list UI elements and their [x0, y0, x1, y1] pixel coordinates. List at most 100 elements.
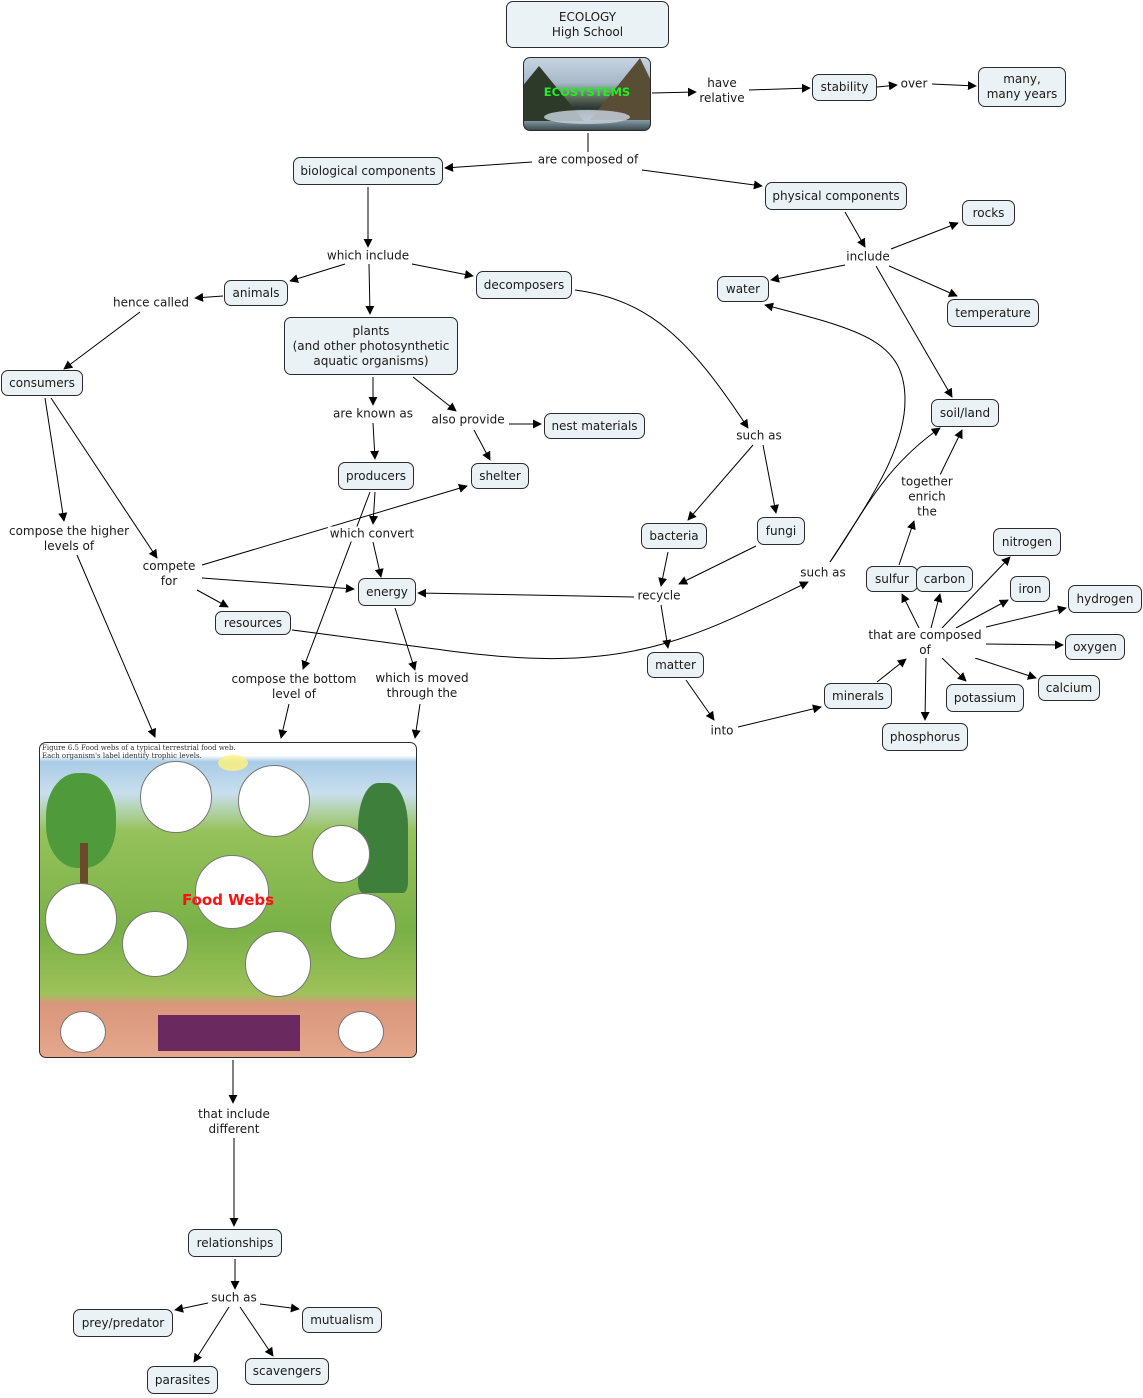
concept-shelter[interactable]: shelter [471, 463, 529, 489]
concept-mutualism[interactable]: mutualism [302, 1307, 382, 1333]
edge [369, 491, 378, 525]
edge [193, 1306, 230, 1363]
concept-parasites[interactable]: parasites [147, 1366, 218, 1394]
edge [76, 554, 156, 738]
concept-potassium[interactable]: potassium [946, 684, 1024, 712]
edge [201, 484, 468, 566]
concept-many-years[interactable]: many, many years [978, 67, 1066, 107]
edge [955, 599, 1009, 629]
concept-hydrogen[interactable]: hydrogen [1068, 585, 1142, 613]
food-webs-label: Food Webs [181, 891, 275, 909]
nutrients-circle-left [60, 1011, 106, 1053]
concept-energy[interactable]: energy [358, 578, 416, 606]
concept-sulfur[interactable]: sulfur [866, 566, 918, 592]
edge [651, 87, 697, 97]
edge [411, 703, 421, 739]
food-web-image-node[interactable]: Figure 6.5 Food webs of a typical terres… [39, 742, 417, 1058]
concept-nitrogen[interactable]: nitrogen [993, 528, 1061, 556]
concept-prey-predator[interactable]: prey/predator [73, 1309, 173, 1337]
edge [194, 292, 224, 302]
concept-oxygen[interactable]: oxygen [1065, 634, 1125, 660]
edge [473, 429, 491, 461]
link-have-relative: have relative [697, 76, 747, 106]
edge [291, 581, 809, 660]
edge [844, 211, 866, 248]
snake-circle [195, 855, 269, 929]
concept-carbon[interactable]: carbon [916, 566, 973, 592]
edge [764, 302, 906, 563]
edge [685, 679, 715, 721]
edge [289, 263, 346, 283]
edge [974, 657, 1037, 680]
edge [762, 444, 779, 514]
concept-physical-components[interactable]: physical components [765, 182, 907, 210]
link-that-are-composed-of: that are composed of [866, 628, 984, 658]
edge [888, 265, 958, 297]
link-into: into [708, 723, 736, 739]
link-include-different: that include different [196, 1107, 272, 1137]
edge [748, 83, 811, 93]
concept-producers[interactable]: producers [338, 462, 414, 490]
concept-fungi[interactable]: fungi [757, 517, 805, 545]
link-hence-called: hence called [110, 295, 192, 311]
concept-phosphorus[interactable]: phosphorus [882, 723, 968, 751]
concept-relationships[interactable]: relationships [188, 1229, 282, 1257]
title-node-ecology[interactable]: ECOLOGY High School [506, 1, 669, 48]
tree-trunk-graphic [80, 843, 88, 903]
link-also-provide: also provide [429, 412, 507, 428]
link-recycle: recycle [635, 588, 683, 604]
edge [898, 520, 916, 566]
concept-rocks[interactable]: rocks [962, 200, 1015, 226]
concept-minerals[interactable]: minerals [824, 683, 892, 709]
edge [660, 604, 672, 649]
concept-plants[interactable]: plants (and other photosynthetic aquatic… [284, 317, 458, 375]
concept-nest-materials[interactable]: nest materials [544, 413, 645, 439]
link-such-as-decomposers: such as [734, 428, 784, 444]
ecosystems-image-node[interactable]: ECOSYSTEMS [523, 57, 651, 131]
concept-animals[interactable]: animals [224, 280, 288, 306]
edge [901, 593, 920, 629]
edge [931, 81, 977, 91]
edge [411, 263, 474, 279]
edge [658, 551, 669, 587]
food-web-caption: Figure 6.5 Food webs of a typical terres… [42, 744, 236, 760]
ecosystems-label: ECOSYSTEMS [543, 85, 631, 99]
concept-scavengers[interactable]: scavengers [245, 1358, 329, 1385]
concept-temperature[interactable]: temperature [947, 299, 1039, 327]
edge [259, 1303, 300, 1313]
link-include: include [844, 249, 892, 265]
edge [876, 658, 907, 683]
edge [687, 444, 754, 521]
concept-matter[interactable]: matter [647, 652, 704, 678]
concept-decomposers[interactable]: decomposers [476, 271, 572, 299]
edge [641, 169, 763, 190]
edge [770, 264, 846, 283]
edge [876, 81, 898, 91]
concept-stability[interactable]: stability [812, 74, 877, 101]
edge [417, 588, 635, 598]
edge [372, 541, 384, 578]
edge [930, 593, 943, 629]
link-compete-for: compete for [140, 559, 198, 589]
mountain-graphic [590, 58, 650, 120]
concept-iron[interactable]: iron [1010, 576, 1050, 602]
pine-trees-graphic [358, 783, 408, 893]
link-which-is-moved-through: which is moved through the [373, 671, 471, 701]
concept-biological-components[interactable]: biological components [293, 157, 443, 185]
nutrients-circle-right [338, 1011, 384, 1053]
oak-circle [45, 883, 117, 955]
concept-resources[interactable]: resources [215, 611, 291, 635]
link-are-composed-of: are composed of [535, 152, 641, 168]
concept-bacteria[interactable]: bacteria [641, 523, 707, 549]
edge [301, 491, 371, 670]
edge [44, 397, 68, 522]
edge [365, 263, 375, 315]
sun-graphic [218, 755, 248, 771]
link-compose-bottom-level: compose the bottom level of [229, 672, 359, 702]
edge [278, 703, 290, 739]
concept-water[interactable]: water [717, 276, 769, 302]
concept-calcium[interactable]: calcium [1038, 675, 1100, 701]
edge [444, 161, 533, 172]
concept-consumers[interactable]: consumers [1, 370, 83, 396]
concept-soil-land[interactable]: soil/land [931, 399, 999, 427]
